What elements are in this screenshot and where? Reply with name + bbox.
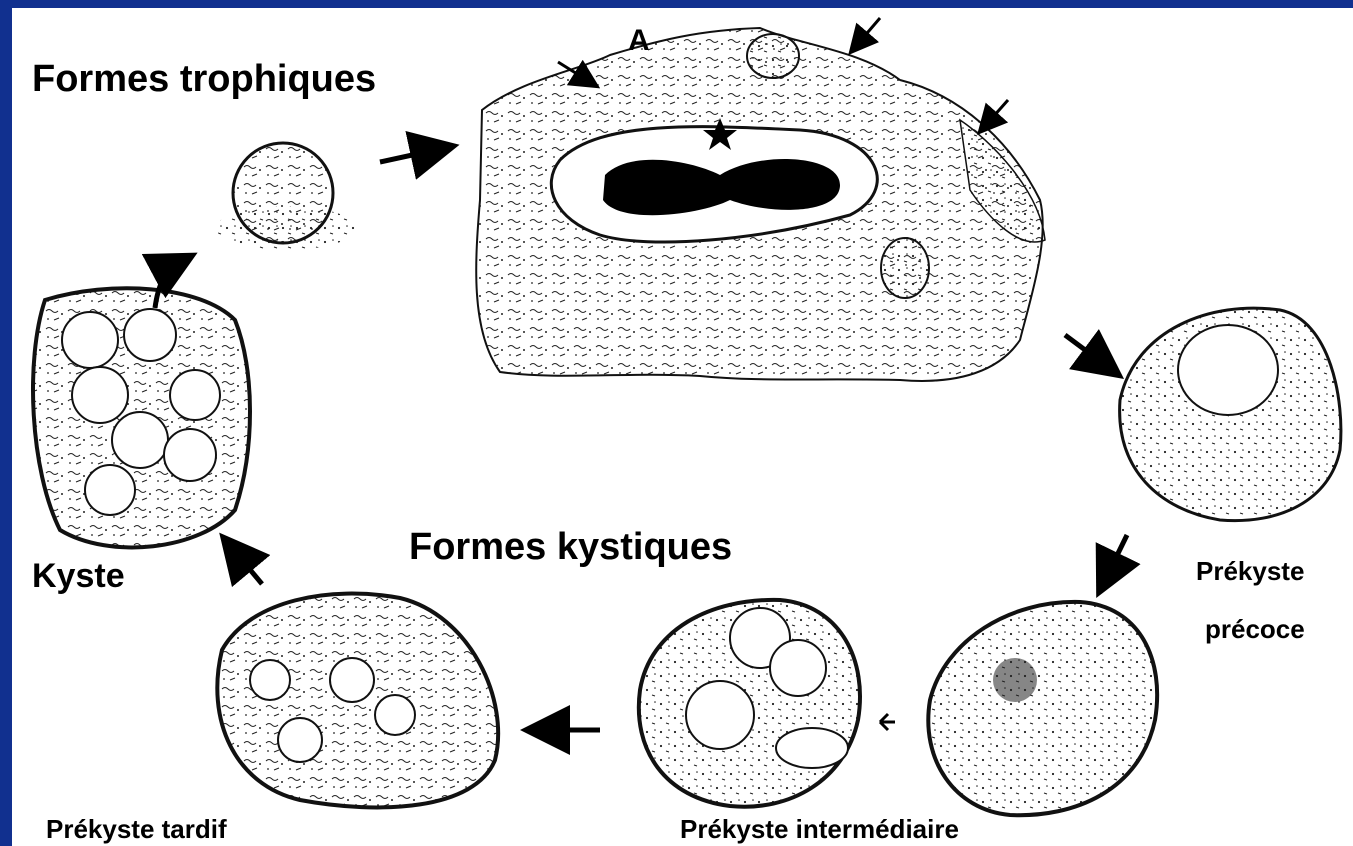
alveolar-tissue-drawing [476, 18, 1045, 381]
label-trophic-forms: Formes trophiques [32, 58, 376, 101]
label-cyst: Kyste [32, 557, 125, 596]
trophozoite-drawing [216, 143, 356, 250]
label-intermediate-precyst: Prékyste intermédiaire [680, 814, 959, 845]
arrow-up-left-icon [232, 548, 262, 584]
panel-letter: A [628, 24, 650, 57]
late-precyst-drawing [217, 594, 498, 808]
label-late-precyst: Prékyste tardif [46, 814, 227, 845]
cyst-drawing [33, 288, 250, 547]
label-cystic-forms: Formes kystiques [409, 526, 732, 569]
label-early-precyst-line1: Prékyste [1196, 556, 1304, 587]
arrow-down-left-icon [1105, 535, 1127, 580]
early-precyst-drawing [1120, 308, 1341, 521]
intermediate-precyst-drawing [639, 600, 860, 807]
arrow-down-right-icon [1065, 335, 1108, 367]
arrow-right-icon [380, 149, 440, 162]
label-early-precyst-line2: précoce [1205, 614, 1305, 645]
precyst-oval-drawing [928, 602, 1157, 815]
open-arrow-left-icon [880, 714, 895, 730]
